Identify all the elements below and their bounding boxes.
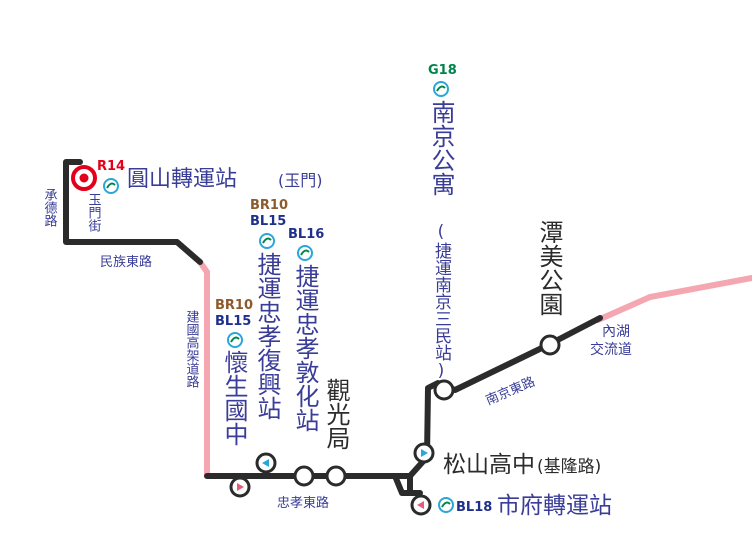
street-neihu-interchange: 內湖 交流道 — [590, 324, 634, 358]
route-lines — [63, 159, 752, 496]
street-yumen: 玉門街 — [86, 193, 102, 232]
street-minzu-east: 民族東路 — [100, 254, 152, 270]
station-yuanshan[interactable]: R14 圓山轉運站 (玉門) — [71, 159, 323, 194]
street-jianguo-elevated: 建國高架道路 — [184, 310, 200, 388]
transfer-icon — [438, 497, 454, 513]
elevated-road-segment — [197, 259, 210, 479]
transfer-icon — [103, 178, 119, 194]
street-nanjing-east: 南京東路 — [483, 374, 537, 409]
station-code: BL16 — [288, 227, 324, 242]
station-code-br10: BR10 — [215, 298, 253, 313]
station-code: BL18 — [456, 500, 492, 515]
station-sub: (玉門) — [278, 171, 323, 190]
transfer-icon — [433, 81, 449, 97]
station-code: G18 — [428, 63, 457, 78]
station-sub: (基隆路) — [537, 457, 601, 477]
station-name: 南京公寓 — [427, 100, 455, 196]
street-zhongxiao-east: 忠孝東路 — [277, 495, 329, 511]
station-name: 圓山轉運站 — [127, 167, 237, 192]
station-city-hall[interactable]: BL18 市府轉運站 — [410, 493, 612, 519]
station-name: 市府轉運站 — [497, 493, 612, 519]
station-zhongxiao-fuxing[interactable]: BR10 BL15 捷運忠孝復興站 — [250, 198, 288, 474]
station-name: 捷運忠孝敦化站 — [291, 264, 319, 432]
station-circle-icon — [433, 379, 455, 401]
station-code-br10: BR10 — [250, 198, 288, 213]
station-nanjing-apartments[interactable]: G18 南京公寓 (捷運南京三民站) — [427, 63, 457, 401]
station-name: 觀光局 — [322, 378, 350, 450]
transfer-icon — [227, 332, 243, 348]
neihu-line2: 交流道 — [590, 341, 632, 358]
station-tourism-bureau[interactable]: 觀光局 — [322, 378, 350, 487]
bus-stop-arrow-icon — [255, 452, 277, 474]
station-circle-icon — [325, 465, 347, 487]
station-name: 懷生國中 — [220, 350, 248, 446]
station-zhongxiao-dunhua[interactable]: BL16 捷運忠孝敦化站 — [288, 227, 324, 487]
station-code-bl15: BL15 — [250, 214, 286, 229]
station-name: 捷運忠孝復興站 — [253, 252, 281, 420]
bus-stop-arrow-icon — [410, 494, 432, 516]
station-sub: (捷運南京三民站) — [431, 222, 452, 381]
station-huaisheng[interactable]: BR10 BL15 懷生國中 — [215, 298, 253, 498]
station-code-bl15: BL15 — [215, 314, 251, 329]
station-circle-icon — [539, 334, 561, 356]
station-tanmei-park[interactable]: 潭美公園 — [535, 220, 563, 356]
terminus-dot — [79, 173, 89, 183]
transfer-icon — [297, 245, 313, 261]
bus-stop-arrow-icon — [413, 442, 435, 464]
station-code: R14 — [97, 159, 125, 174]
station-name: 潭美公園 — [535, 220, 563, 316]
neihu-line1: 內湖 — [602, 324, 630, 340]
station-songshan-high[interactable]: 松山高中 (基隆路) — [413, 442, 601, 478]
street-chengde: 承德路 — [42, 188, 58, 227]
neihu-interchange-segment — [595, 275, 752, 323]
station-name: 松山高中 — [443, 452, 535, 478]
bus-stop-arrow-icon — [229, 476, 251, 498]
transfer-icon — [259, 233, 275, 249]
station-circle-icon — [293, 465, 315, 487]
